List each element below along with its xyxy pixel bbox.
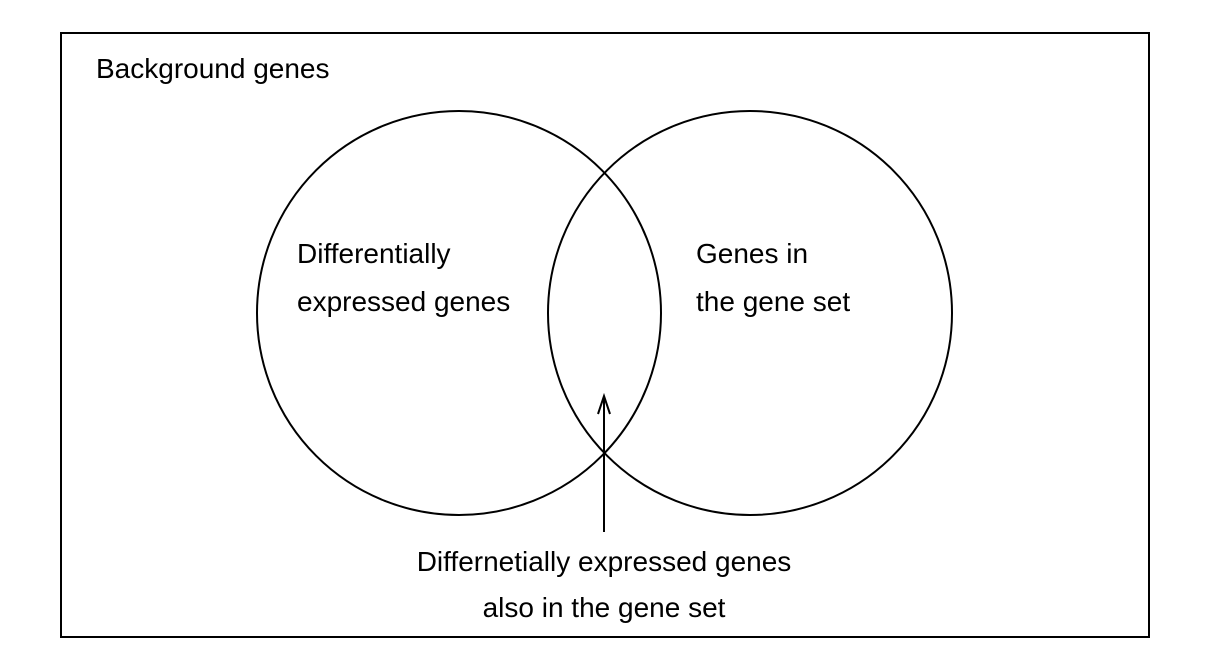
right-set-label-line2: the gene set — [696, 286, 850, 317]
gene-set-circle — [547, 110, 953, 516]
intersection-arrow-head — [597, 392, 611, 415]
right-set-label-line1: Genes in — [696, 238, 808, 269]
left-set-label-line2: expressed genes — [297, 286, 510, 317]
intersection-label-line2: also in the gene set — [483, 592, 726, 623]
left-set-label-line1: Differentially — [297, 238, 451, 269]
background-frame — [60, 32, 1150, 638]
intersection-label-line1: Differnetially expressed genes — [417, 546, 792, 577]
background-genes-label: Background genes — [96, 53, 330, 84]
differentially-expressed-circle — [256, 110, 662, 516]
